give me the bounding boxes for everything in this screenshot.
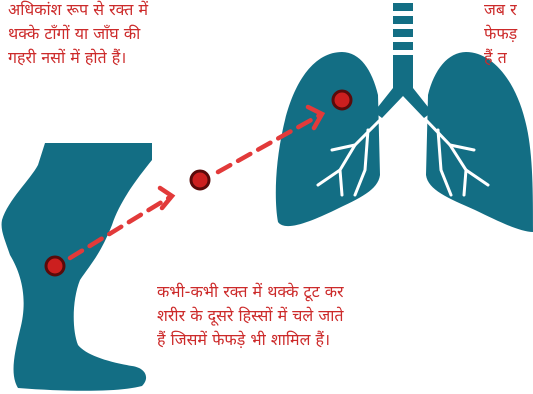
clot-dot-icon (333, 91, 351, 109)
caption-bottom: कभी-कभी रक्त में थक्के टूट कर शरीर के दू… (157, 280, 457, 352)
caption-top-right: जब र फेफड़ हैं त (484, 0, 533, 70)
leg-icon (2, 143, 152, 391)
clot-dot-icon (46, 257, 64, 275)
caption-top-left: अधिकांश रूप से रक्त में थक्के टाँगों या … (8, 0, 238, 70)
clot-dot-icon (191, 171, 209, 189)
